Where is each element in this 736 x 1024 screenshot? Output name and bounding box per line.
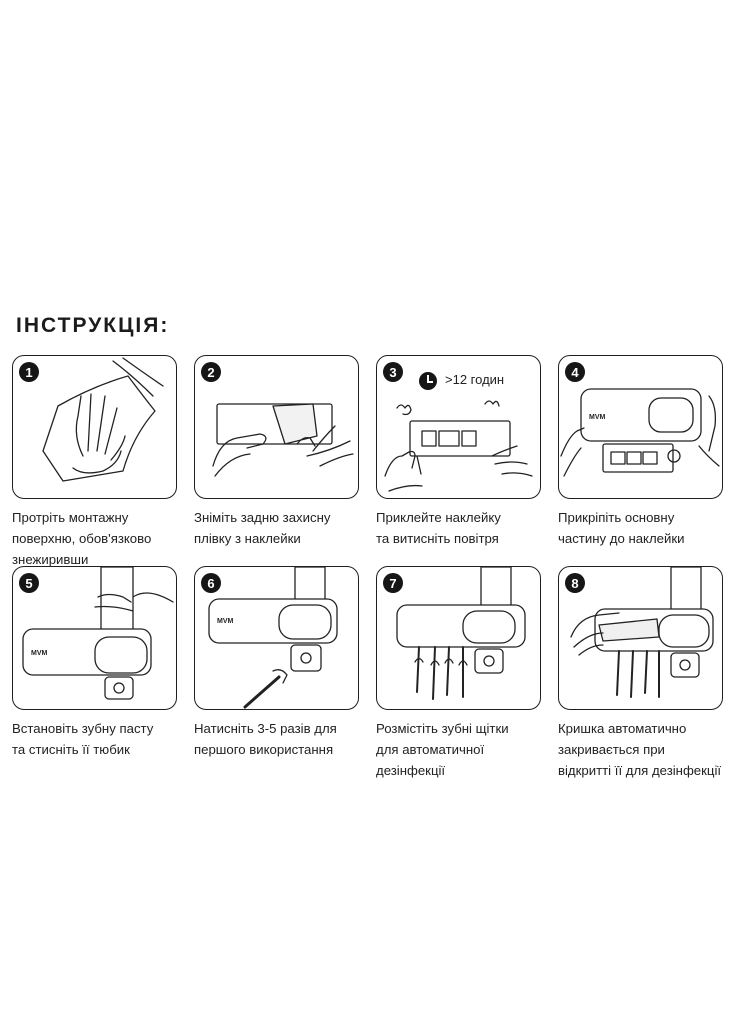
step-caption: Натисніть 3-5 разів для першого використ… xyxy=(194,721,337,757)
dispensing-toothbrush-icon: MVM xyxy=(208,567,338,709)
step-number-badge: 5 xyxy=(19,573,39,593)
step-7-panel: 7 xyxy=(376,566,541,710)
step-number-badge: 1 xyxy=(19,362,39,382)
toothbrushes-hanging-icon xyxy=(396,567,526,700)
step-caption: Зніміть задню захисну плівку з наклейки xyxy=(194,510,331,546)
attaching-device-icon: MVM xyxy=(560,388,720,477)
step-4-panel: 4 MVM xyxy=(558,355,723,499)
peeling-film-icon xyxy=(212,403,354,477)
step-number-badge: 6 xyxy=(201,573,221,593)
step-8-panel: 8 xyxy=(558,566,723,710)
page-title: ІНСТРУКЦІЯ: xyxy=(16,314,170,337)
svg-text:MVM: MVM xyxy=(589,414,606,421)
step-caption: Кришка автоматично закривається при відк… xyxy=(558,721,722,778)
step-number-badge: 2 xyxy=(201,362,221,382)
step-8: 8 Кришка автоматично закривається при ві… xyxy=(558,566,723,781)
step-number-badge: 7 xyxy=(383,573,403,593)
step-2: 2 Зніміть задню захисну плівку з наклейк… xyxy=(194,355,359,549)
installing-toothpaste-icon: MVM xyxy=(22,567,174,700)
step-7: 7 Розмістіть зубні щітки для автоматично… xyxy=(376,566,541,781)
svg-text:MVM: MVM xyxy=(217,618,234,625)
step-6: 6 MVM Натисніть 3-5 разів для першого ви… xyxy=(194,566,359,760)
step-2-panel: 2 xyxy=(194,355,359,499)
step-1: 1 Протріть монтажну поверхню, обов'язков… xyxy=(12,355,177,570)
step-1-panel: 1 xyxy=(12,355,177,499)
step-number-badge: 4 xyxy=(565,362,585,382)
timer-label: >12 годин xyxy=(445,372,505,387)
step-4: 4 MVM Прикріпіть основну частину до накл… xyxy=(558,355,723,549)
step-caption: Розмістіть зубні щітки для автоматичної … xyxy=(376,721,509,778)
step-caption: Протріть монтажну поверхню, обов'язково … xyxy=(12,510,152,567)
clock-icon xyxy=(419,372,437,390)
step-5-panel: 5 MVM xyxy=(12,566,177,710)
step-number-badge: 3 xyxy=(383,362,403,382)
step-3: 3 >12 годин Приклейте наклейку та витисн… xyxy=(376,355,541,549)
step-caption: Встановіть зубну пасту та стисніть її тю… xyxy=(12,721,154,757)
svg-text:MVM: MVM xyxy=(31,650,48,657)
step-5: 5 MVM Встановіть зубну пасту та стисніть… xyxy=(12,566,177,760)
pressing-sticker-icon xyxy=(384,400,533,492)
hand-wiping-wall-icon xyxy=(42,357,164,482)
step-number-badge: 8 xyxy=(565,573,585,593)
step-caption: Прикріпіть основну частину до наклейки xyxy=(558,510,685,546)
step-3-panel: 3 >12 годин xyxy=(376,355,541,499)
step-6-panel: 6 MVM xyxy=(194,566,359,710)
step-caption: Приклейте наклейку та витисніть повітря xyxy=(376,510,501,546)
closing-lid-icon xyxy=(570,567,714,698)
